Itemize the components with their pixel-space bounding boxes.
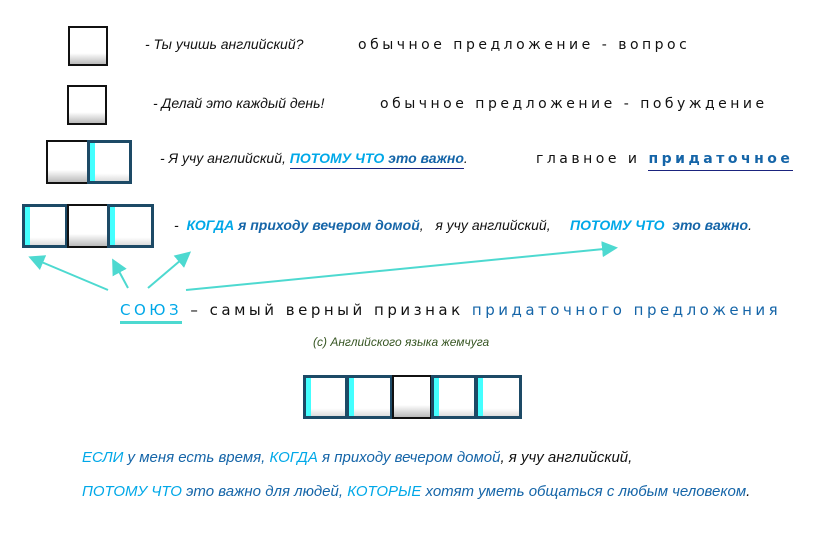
- subordinate-clause-box: [346, 375, 393, 419]
- example-complex-2: - КОГДА я приходу вечером домой, я учу а…: [174, 217, 752, 233]
- example-line-1: ЕСЛИ у меня есть время, КОГДА я приходу …: [82, 449, 633, 466]
- main-clause-box: [68, 26, 108, 66]
- subordinate-clause-box: [22, 204, 68, 248]
- main-clause-box: [392, 375, 432, 419]
- arrow: [185, 241, 618, 291]
- example-question: - Ты учишь английский?: [145, 36, 304, 52]
- arrow: [147, 251, 192, 289]
- example-complex: - Я учу английский, ПОТОМУ ЧТО это важно…: [160, 150, 468, 169]
- label-complex: главное и придаточное: [536, 151, 794, 171]
- subordinate-clause-box: [431, 375, 477, 419]
- arrow: [112, 258, 129, 289]
- subordinate-clause-box: [475, 375, 522, 419]
- credit: (с) Английского языка жемчуга: [313, 335, 490, 349]
- arrow: [28, 255, 109, 291]
- main-clause-box: [67, 85, 107, 125]
- example-imperative: - Делай это каждый день!: [153, 95, 325, 111]
- rule-text: СОЮЗ – самый верный признак придаточного…: [120, 301, 781, 324]
- main-clause-box: [67, 204, 109, 248]
- label-question: обычное предложение - вопрос: [358, 37, 691, 53]
- subordinate-clause-box: [87, 140, 132, 184]
- subordinate-clause-box: [107, 204, 154, 248]
- label-imperative: обычное предложение - побуждение: [380, 96, 768, 112]
- example-line-2: ПОТОМУ ЧТО это важно для людей, КОТОРЫЕ …: [82, 483, 751, 500]
- subordinate-clause-box: [303, 375, 348, 419]
